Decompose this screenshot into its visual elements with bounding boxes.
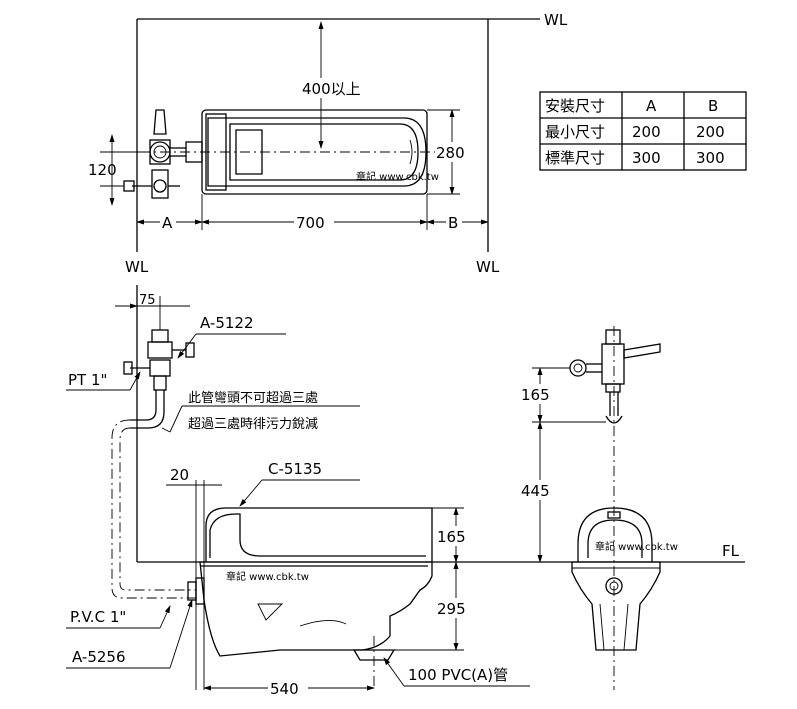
wl-left-label: WL — [125, 258, 149, 276]
dimension-table: 安裝尺寸 A B 最小尺寸 200 200 標準尺寸 300 300 — [539, 91, 747, 171]
table-cell: 標準尺寸 — [545, 149, 605, 167]
table-header-0: 安裝尺寸 — [545, 97, 605, 115]
table-cell: 200 — [696, 123, 725, 141]
dim-165-bowl-label: 165 — [437, 528, 466, 546]
table-header-2: B — [708, 97, 718, 115]
dim-280-label: 280 — [436, 144, 465, 162]
dim-540-label: 540 — [270, 680, 299, 698]
part-a5122-label: A-5122 — [200, 314, 254, 332]
wl-top-label: WL — [544, 11, 568, 29]
pt1-label: PT 1" — [68, 371, 107, 389]
pvc1-label: P.V.C 1" — [70, 608, 126, 626]
flush-valve-plan — [123, 109, 203, 199]
watermark-1: 章記 www.cbk.tw — [356, 170, 439, 183]
table-cell: 200 — [632, 123, 661, 141]
table-cell: 300 — [696, 149, 725, 167]
part-a5256-label: A-5256 — [72, 648, 126, 666]
note-line-2: 超過三處時徘污力銳減 — [188, 416, 318, 432]
dim-400-label: 400以上 — [302, 80, 361, 98]
dim-120-label: 120 — [88, 161, 117, 179]
watermark-2: 章記 www.cbk.tw — [226, 570, 309, 583]
note-line-1: 此管彎頭不可超過三處 — [188, 391, 318, 406]
dim-445-label: 445 — [521, 482, 550, 500]
wl-right-label: WL — [476, 258, 500, 276]
watermark-3: 章記 www.cbk.tw — [595, 540, 678, 553]
flush-valve-side — [123, 329, 195, 429]
dim-295-label: 295 — [437, 600, 466, 618]
dim-a-label: A — [162, 214, 173, 232]
table-cell: 300 — [632, 149, 661, 167]
dim-700-label: 700 — [296, 214, 325, 232]
dim-20-label: 20 — [170, 466, 189, 484]
pipe-run — [111, 419, 196, 599]
table-cell: 最小尺寸 — [545, 123, 605, 141]
dim-75-label: 75 — [139, 293, 156, 308]
plan-view: WL WL WL 400以上 280 — [88, 11, 568, 276]
side-elevation: FL 75 A-5122 PT 1" 此管彎頭不可超過三處 — [66, 285, 745, 698]
fl-label: FL — [722, 542, 740, 560]
toilet-side — [187, 507, 433, 690]
pvc-pipe-label: 100 PVC(A)管 — [408, 666, 508, 684]
front-elevation: 165 445 章記 www.cbk.tw — [520, 326, 678, 690]
dim-165-side-label: 165 — [521, 386, 550, 404]
toilet-front — [571, 507, 661, 651]
dim-b-label: B — [448, 214, 458, 232]
table-header-1: A — [646, 97, 657, 115]
part-c5135-label: C-5135 — [268, 460, 322, 478]
flush-valve-front — [569, 329, 661, 424]
